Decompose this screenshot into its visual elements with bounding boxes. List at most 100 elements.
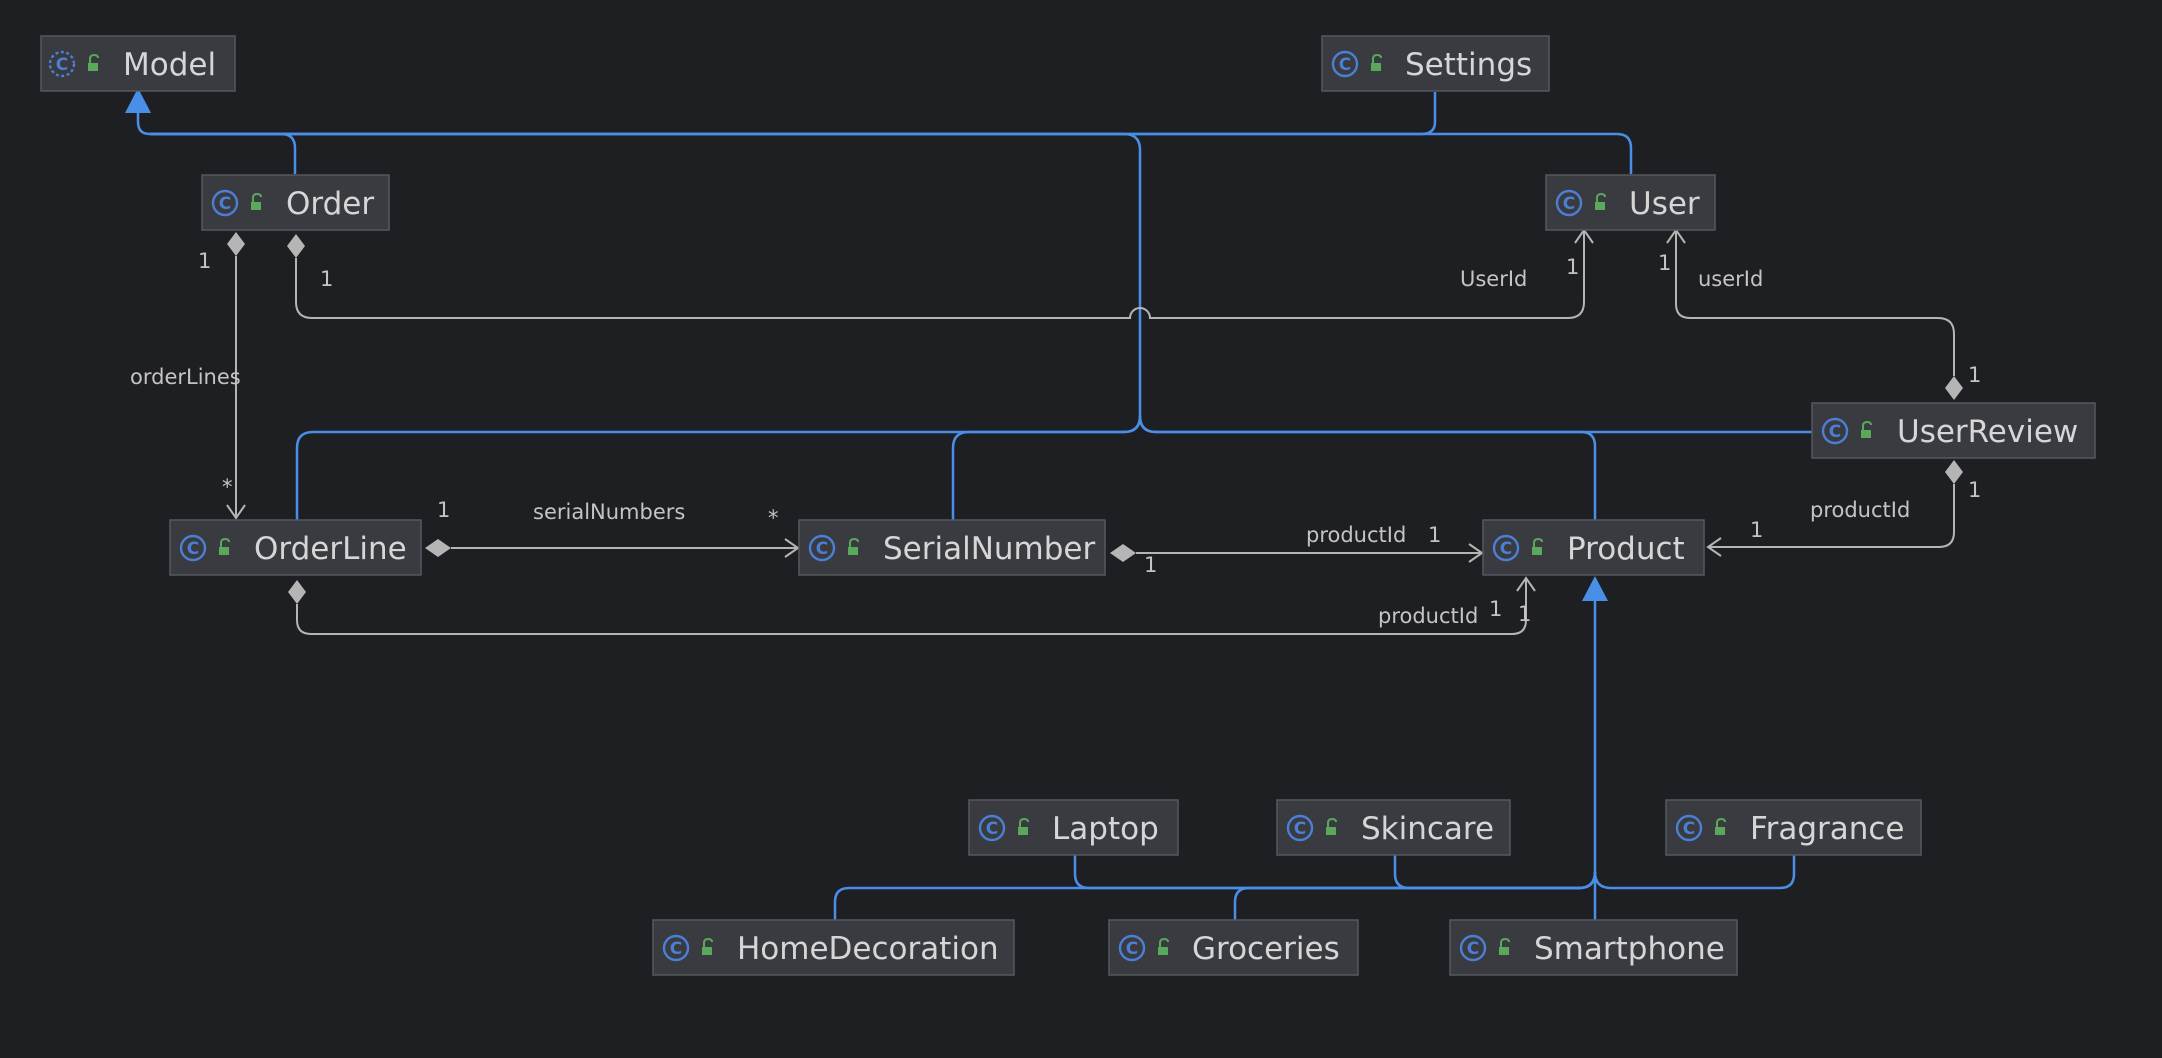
class-node-smartphone[interactable]: C Smartphone bbox=[1449, 919, 1738, 976]
svg-text:C: C bbox=[1339, 55, 1351, 75]
edge-orderline-product bbox=[296, 580, 1527, 635]
class-node-homedecoration[interactable]: C HomeDecoration bbox=[652, 919, 1015, 976]
multiplicity-label: 1 bbox=[1968, 478, 1981, 502]
edge-groceries-extends-product bbox=[1233, 871, 1597, 920]
class-node-groceries[interactable]: C Groceries bbox=[1108, 919, 1359, 976]
class-name: HomeDecoration bbox=[737, 931, 999, 967]
multiplicity-label: 1 bbox=[1750, 518, 1763, 542]
composition-diamond bbox=[425, 539, 451, 557]
public-visibility-icon bbox=[1715, 817, 1726, 835]
class-icon bbox=[978, 814, 1006, 842]
composition-diamond bbox=[1110, 544, 1136, 562]
class-nodes: C Model C Settings C Order C User bbox=[40, 35, 2096, 976]
svg-text:C: C bbox=[986, 819, 998, 839]
public-visibility-icon bbox=[702, 937, 713, 955]
composition-diamond bbox=[1945, 460, 1963, 484]
public-visibility-icon bbox=[848, 537, 859, 555]
svg-text:C: C bbox=[1563, 194, 1575, 214]
public-visibility-icon bbox=[1595, 192, 1606, 210]
edge-label: UserId bbox=[1460, 267, 1527, 291]
multiplicity-label: * bbox=[768, 506, 779, 530]
class-name: Fragrance bbox=[1750, 811, 1905, 847]
class-icon bbox=[1118, 934, 1146, 962]
class-node-userreview[interactable]: C UserReview bbox=[1811, 402, 2096, 459]
composition-diamond bbox=[288, 580, 306, 604]
edge-label: productId bbox=[1378, 604, 1478, 628]
class-node-order[interactable]: C Order bbox=[201, 174, 390, 231]
edge-userreview-user bbox=[1675, 232, 1955, 376]
svg-text:C: C bbox=[816, 539, 828, 559]
edge-label: productId bbox=[1306, 523, 1406, 547]
edge-label: productId bbox=[1810, 498, 1910, 522]
class-node-user[interactable]: C User bbox=[1545, 174, 1716, 231]
public-visibility-icon bbox=[88, 53, 99, 71]
class-icon bbox=[1286, 814, 1314, 842]
multiplicity-label: 1 bbox=[1566, 255, 1579, 279]
class-node-product[interactable]: C Product bbox=[1482, 519, 1705, 576]
multiplicity-label: * bbox=[222, 475, 233, 499]
edge-laptop-extends-product bbox=[1073, 855, 1597, 890]
composition-diamond bbox=[1945, 376, 1963, 400]
class-name: User bbox=[1629, 186, 1700, 222]
multiplicity-label: 1 bbox=[320, 267, 333, 291]
class-name: OrderLine bbox=[254, 531, 407, 567]
class-name: Product bbox=[1567, 531, 1685, 567]
class-node-laptop[interactable]: C Laptop bbox=[968, 799, 1179, 856]
edge-settings-extends-model bbox=[150, 92, 1437, 136]
class-icon bbox=[1555, 189, 1583, 217]
svg-text:C: C bbox=[1467, 939, 1479, 959]
class-name: Settings bbox=[1405, 47, 1532, 83]
public-visibility-icon bbox=[1018, 817, 1029, 835]
class-icon bbox=[211, 189, 239, 217]
class-node-serialnumber[interactable]: C SerialNumber bbox=[798, 519, 1106, 576]
class-name: UserReview bbox=[1897, 414, 2078, 450]
edge-fragrance-extends-product bbox=[1593, 855, 1796, 890]
edge-user-extends-model bbox=[150, 132, 1633, 174]
edge-userreview-product bbox=[1708, 484, 1955, 548]
class-name: SerialNumber bbox=[883, 531, 1096, 567]
svg-text:C: C bbox=[219, 194, 231, 214]
abstract-class-icon bbox=[48, 50, 76, 78]
multiplicity-label: 1 bbox=[1968, 363, 1981, 387]
class-icon bbox=[179, 534, 207, 562]
svg-text:C: C bbox=[670, 939, 682, 959]
class-icon bbox=[662, 934, 690, 962]
open-arrowhead bbox=[1468, 543, 1484, 563]
multiplicity-label: 1 bbox=[1428, 523, 1441, 547]
multiplicity-label: 1 bbox=[1518, 602, 1531, 626]
svg-text:C: C bbox=[1294, 819, 1306, 839]
class-icon bbox=[1459, 934, 1487, 962]
class-node-settings[interactable]: C Settings bbox=[1321, 35, 1550, 92]
edge-userreview-extends-model bbox=[1138, 415, 1812, 434]
class-node-fragrance[interactable]: C Fragrance bbox=[1665, 799, 1922, 856]
svg-text:C: C bbox=[56, 55, 68, 75]
class-name: Smartphone bbox=[1534, 931, 1725, 967]
association-edges bbox=[226, 228, 1963, 635]
svg-text:C: C bbox=[1829, 422, 1841, 442]
multiplicity-label: 1 bbox=[198, 249, 211, 273]
class-node-orderline[interactable]: C OrderLine bbox=[169, 519, 422, 576]
svg-text:C: C bbox=[1683, 819, 1695, 839]
class-name: Model bbox=[123, 47, 216, 83]
class-name: Groceries bbox=[1192, 931, 1340, 967]
svg-text:C: C bbox=[1500, 539, 1512, 559]
edge-skincare-extends-product bbox=[1393, 855, 1597, 890]
public-visibility-icon bbox=[1861, 420, 1872, 438]
class-icon bbox=[1331, 50, 1359, 78]
edge-label: userId bbox=[1698, 267, 1763, 291]
class-node-skincare[interactable]: C Skincare bbox=[1276, 799, 1511, 856]
svg-text:C: C bbox=[1126, 939, 1138, 959]
public-visibility-icon bbox=[251, 192, 262, 210]
svg-text:C: C bbox=[187, 539, 199, 559]
multiplicity-label: 1 bbox=[437, 498, 450, 522]
public-visibility-icon bbox=[1158, 937, 1169, 955]
class-icon bbox=[1821, 417, 1849, 445]
class-node-model[interactable]: C Model bbox=[40, 35, 236, 92]
open-arrowhead bbox=[226, 504, 246, 520]
class-icon bbox=[1675, 814, 1703, 842]
class-name: Order bbox=[286, 186, 374, 222]
edge-homedecoration-extends-product bbox=[833, 871, 1597, 920]
product-inheritance-arrowhead bbox=[1582, 576, 1608, 601]
class-icon bbox=[808, 534, 836, 562]
